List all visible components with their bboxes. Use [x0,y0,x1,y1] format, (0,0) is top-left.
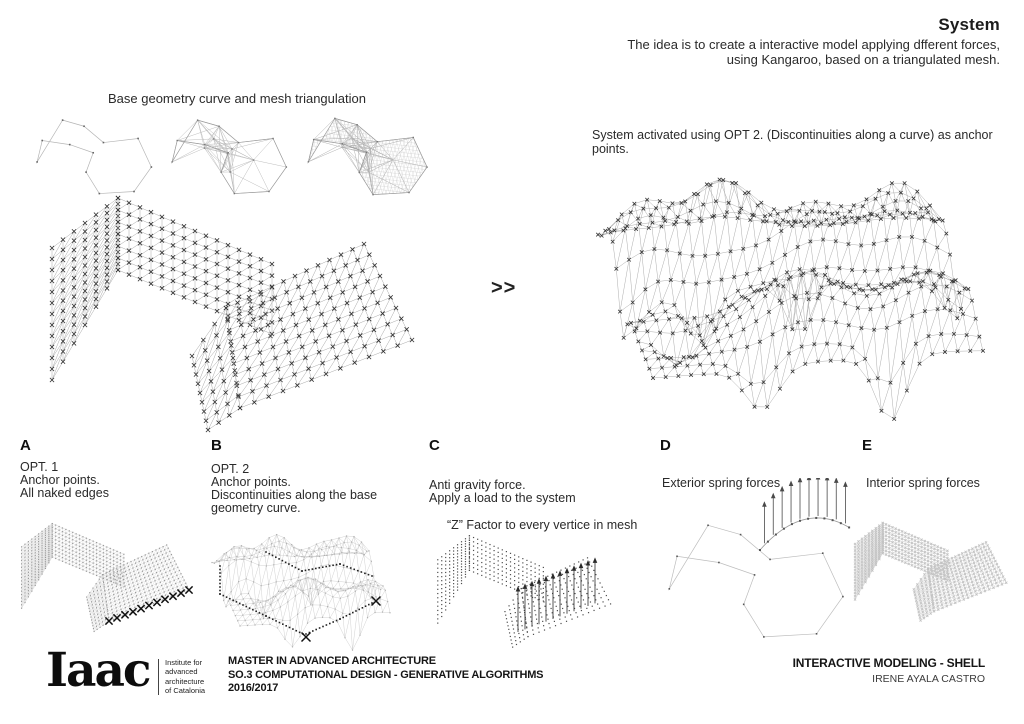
activated-shell-diagram [588,146,1020,438]
section-text-c: Anti gravity force. Apply a load to the … [429,479,576,505]
transform-arrow-icon: >> [491,277,517,299]
project-title: INTERACTIVE MODELING - SHELL [792,656,986,670]
gravity-desc-1: Anti gravity force. [429,478,526,492]
page-title: System [938,15,1000,34]
institute-caption: Institute for advanced architecture of C… [165,658,205,695]
section-text-a: OPT. 1 Anchor points. All naked edges [20,461,109,500]
opt1-anchors-diagram [12,518,208,653]
program-line-3: 2016/2017 [228,682,279,694]
base-mesh-axon-diagram [40,186,452,434]
base-curve-diagram [25,110,160,198]
section-text-b: OPT. 2 Anchor points. Discontinuities al… [211,463,377,515]
section-text-d: Exterior spring forces [662,477,780,490]
opt2-anchors-diagram [206,516,418,661]
opt2-desc-2: Discontinuities along the base [211,488,378,502]
institute-line: of Catalonia [165,685,206,695]
interior-springs-label: Interior spring forces [866,476,980,490]
opt2-desc-1: Anchor points. [211,475,291,489]
coarse-triangulation-diagram [156,110,298,198]
subtitle-line-1: The idea is to create a interactive mode… [627,37,1000,52]
anti-gravity-diagram [430,528,635,653]
footer-right-block: INTERACTIVE MODELING - SHELL IRENE AYALA… [792,656,986,685]
institute-line: architecture [165,676,205,686]
z-factor-note: “Z” Factor to every vertice in mesh [447,518,638,532]
institute-line: Institute for [165,658,203,667]
program-line-2: SO.3 COMPUTATIONAL DESIGN - GENERATIVE A… [228,668,544,681]
dense-mesh-diagram [294,106,436,198]
opt2-label: OPT. 2 [211,462,250,476]
opt1-desc-2: All naked edges [20,486,109,500]
section-text-e: Interior spring forces [866,477,980,490]
section-letter-b: B [211,437,222,454]
institute-line: advanced [165,667,198,677]
section-letter-e: E [862,437,873,454]
logo-divider [158,659,159,695]
program-block: MASTER IN ADVANCED ARCHITECTURE SO.3 COM… [228,655,544,696]
section-letter-a: A [20,437,31,454]
iaac-logo: Iaac [46,643,152,698]
program-line-1: MASTER IN ADVANCED ARCHITECTURE [228,655,436,667]
opt1-label: OPT. 1 [20,460,59,474]
interior-springs-diagram [846,514,1024,654]
author-name: IRENE AYALA CASTRO [872,673,985,685]
section-letter-c: C [429,437,440,454]
section-letter-d: D [660,437,671,454]
opt2-desc-3: geometry curve. [211,501,301,515]
exterior-springs-diagram [652,478,862,653]
subtitle-line-2: using Kangaroo, based on a triangulated … [726,51,1000,67]
opt1-desc-1: Anchor points. [20,473,100,487]
exterior-springs-label: Exterior spring forces [662,476,781,490]
page-subtitle: The idea is to create a interactive mode… [627,37,1000,67]
base-geometry-caption: Base geometry curve and mesh triangulati… [108,91,366,106]
gravity-desc-2: Apply a load to the system [429,491,576,505]
